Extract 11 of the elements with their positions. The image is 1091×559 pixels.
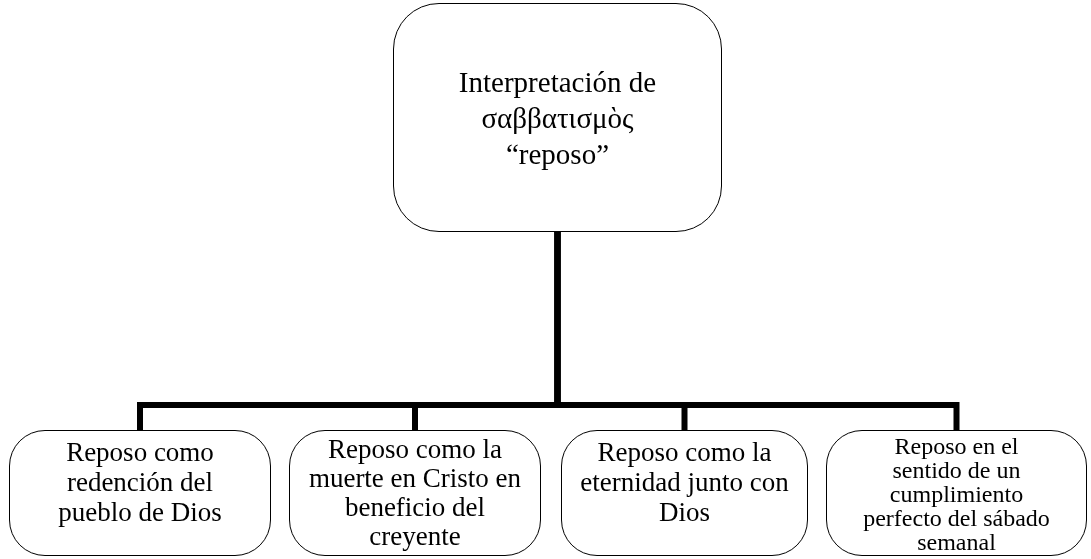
connector-line bbox=[554, 232, 960, 430]
rounded-box bbox=[826, 430, 1087, 556]
box-text: Reposo como la eternidad junto con Dios bbox=[579, 437, 790, 527]
rounded-box bbox=[393, 3, 722, 232]
rounded-box bbox=[289, 430, 541, 556]
box-text: Interpretación de σαββατισμὸς “reposo” bbox=[457, 64, 658, 172]
rounded-box bbox=[561, 430, 808, 556]
rounded-box bbox=[9, 430, 271, 556]
box-text: Reposo en el sentido de un cumplimiento perfecto del sábado semanal bbox=[862, 434, 1051, 554]
box-text: Reposo como la muerte en Cristo en beneficio del creyente bbox=[307, 435, 523, 551]
box-text: Reposo como redención del pueblo de Dios bbox=[57, 437, 223, 527]
